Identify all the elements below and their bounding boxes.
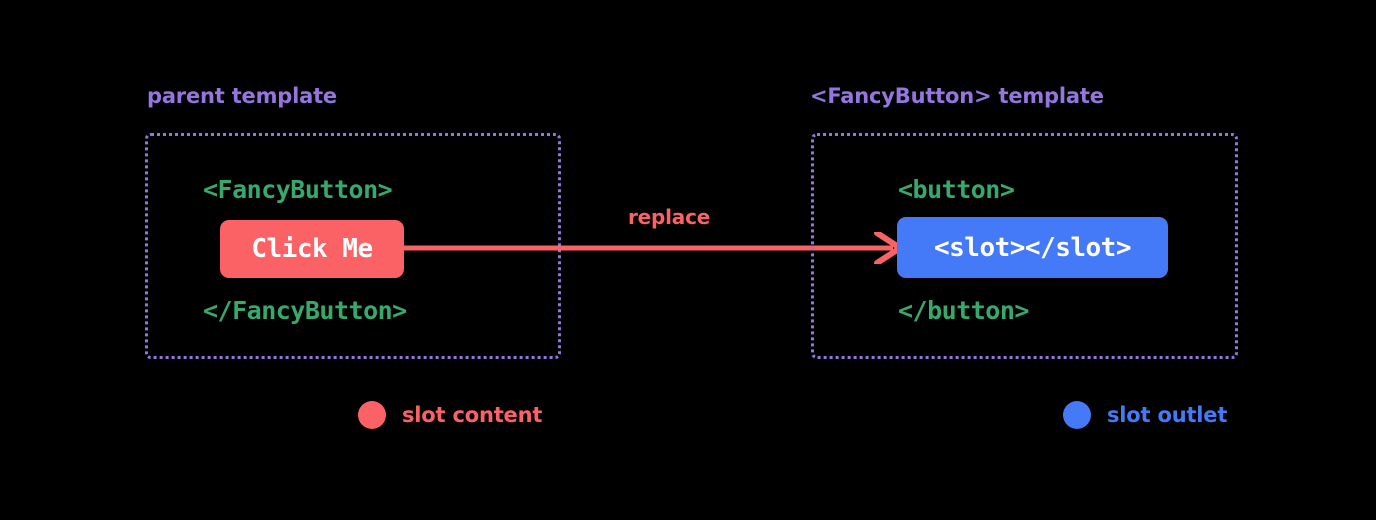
code-open-fancybutton: <FancyButton> (203, 175, 393, 204)
legend-item-slot-outlet: slot outlet (1063, 401, 1227, 429)
slot-content-dot-icon (358, 401, 386, 429)
legend-label-slot-outlet: slot outlet (1107, 403, 1228, 427)
code-open-button: <button> (898, 175, 1015, 204)
code-close-fancybutton: </FancyButton> (203, 296, 407, 325)
fancybutton-template-box (811, 133, 1238, 359)
slot-outlet-chip[interactable]: <slot></slot> (897, 217, 1168, 278)
slot-outlet-dot-icon (1063, 401, 1091, 429)
legend-label-slot-content: slot content (402, 403, 543, 427)
legend-item-slot-content: slot content (358, 401, 542, 429)
parent-template-title: parent template (147, 84, 337, 108)
replace-arrow-label: replace (628, 205, 711, 229)
code-close-button: </button> (898, 296, 1029, 325)
fancybutton-template-title: <FancyButton> template (810, 84, 1104, 108)
slot-content-chip[interactable]: Click Me (220, 220, 404, 278)
